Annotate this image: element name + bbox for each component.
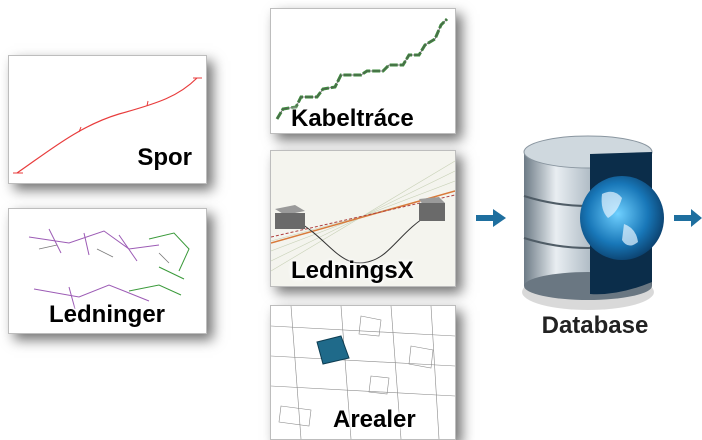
ledninger-card: Ledninger	[8, 208, 207, 334]
kabeltrace-route-graphic	[275, 17, 449, 120]
arealer-card: Arealer	[270, 305, 456, 440]
arrow-right-icon	[476, 209, 506, 227]
spor-card: Spor	[8, 55, 207, 184]
kabeltrace-card: Kabeltráce	[270, 8, 456, 134]
ledningsx-profile-graphic	[271, 151, 455, 286]
ledninger-label: Ledninger	[49, 301, 166, 328]
ledningsx-label: LedningsX	[291, 257, 414, 284]
arealer-map-graphic	[271, 306, 455, 439]
kabeltrace-label: Kabeltráce	[291, 105, 414, 132]
spor-label: Spor	[137, 144, 192, 171]
arealer-label: Arealer	[333, 406, 416, 433]
database-label: Database	[541, 312, 649, 339]
database-icon	[522, 135, 664, 310]
spor-track-graphic	[13, 77, 202, 174]
ledningsx-card: LedningsX	[270, 150, 456, 287]
ledninger-network-graphic	[28, 228, 190, 310]
arrow-right-icon	[674, 209, 702, 227]
